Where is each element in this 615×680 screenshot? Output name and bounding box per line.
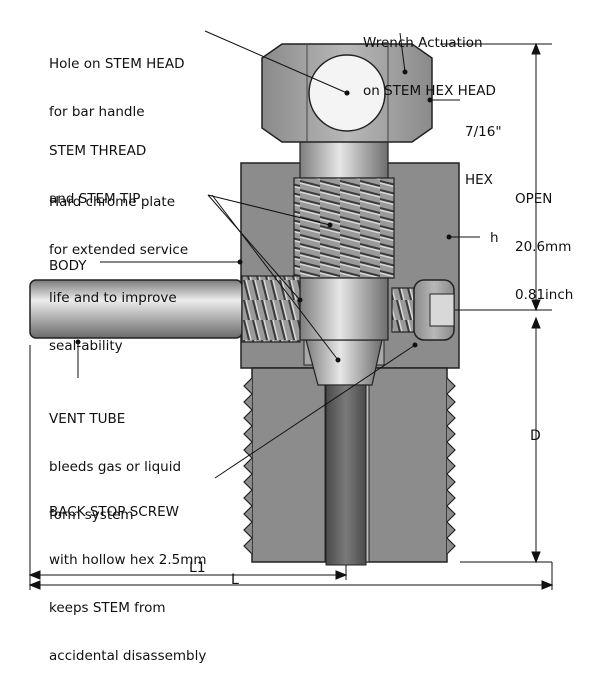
stem-tip (305, 339, 383, 386)
stem-thread-line1: STEM THREAD (49, 143, 147, 159)
chrome-line3: life and to improve (49, 290, 177, 306)
valve-cross-section-drawing (28, 30, 554, 590)
chrome-line4: seal-ability (49, 338, 123, 354)
back-stop-line3: keeps STEM from (49, 600, 166, 616)
back-stop-line1: BACK STOP SCREW (49, 504, 179, 520)
stem-head-hole-line2: for bar handle (49, 104, 145, 120)
chrome-plate-label: Hard chrome plate for extended service l… (49, 162, 188, 370)
stem-thread-label: STEM THREAD and STEM TIP (49, 111, 146, 223)
open-line1: OPEN (515, 191, 553, 207)
body-label: BODY (49, 258, 87, 274)
chrome-line1: Hard chrome plate (49, 194, 176, 210)
open-line3: 0.81inch (515, 287, 574, 303)
stem-thread-line2: and STEM TIP (49, 191, 141, 207)
back-stop-line2: with hollow hex 2.5mm (49, 552, 207, 568)
hex-line2: HEX (465, 172, 493, 188)
stem-head-hole-label: Hole on STEM HEAD for bar handle (49, 24, 184, 136)
hex-line1: 7/16" (465, 124, 502, 140)
wrench-line2: on STEM HEX HEAD (363, 83, 496, 99)
vent-line3: form system (49, 507, 134, 523)
wrench-line1: Wrench Actuation (363, 35, 483, 51)
dimension-L1: L1 (189, 560, 206, 576)
vent-line1: VENT TUBE (49, 411, 126, 427)
vent-line2: bleeds gas or liquid (49, 459, 182, 475)
stem-thread (293, 177, 395, 279)
vent-tube-label: VENT TUBE bleeds gas or liquid form syst… (49, 379, 181, 539)
valve-diagram: Hole on STEM HEAD for bar handle Wrench … (28, 3, 573, 664)
dimension-D: D (530, 428, 541, 444)
h-label: h (490, 230, 499, 246)
back-stop-line4: accidental disassembly (49, 648, 207, 664)
center-tube (325, 384, 367, 566)
open-dimension-label: OPEN 20.6mm 0.81inch (515, 159, 573, 319)
dimension-L: L (231, 572, 239, 588)
back-stop-screw-label: BACK STOP SCREW with hollow hex 2.5mm ke… (49, 472, 207, 680)
stem-shaft (299, 137, 389, 179)
wrench-actuation-label: Wrench Actuation on STEM HEX HEAD (363, 3, 496, 115)
chrome-line2: for extended service (49, 242, 189, 258)
stem-head-hole-line1: Hole on STEM HEAD (49, 56, 185, 72)
hex-size-label: 7/16" HEX (465, 92, 502, 204)
open-line2: 20.6mm (515, 239, 572, 255)
